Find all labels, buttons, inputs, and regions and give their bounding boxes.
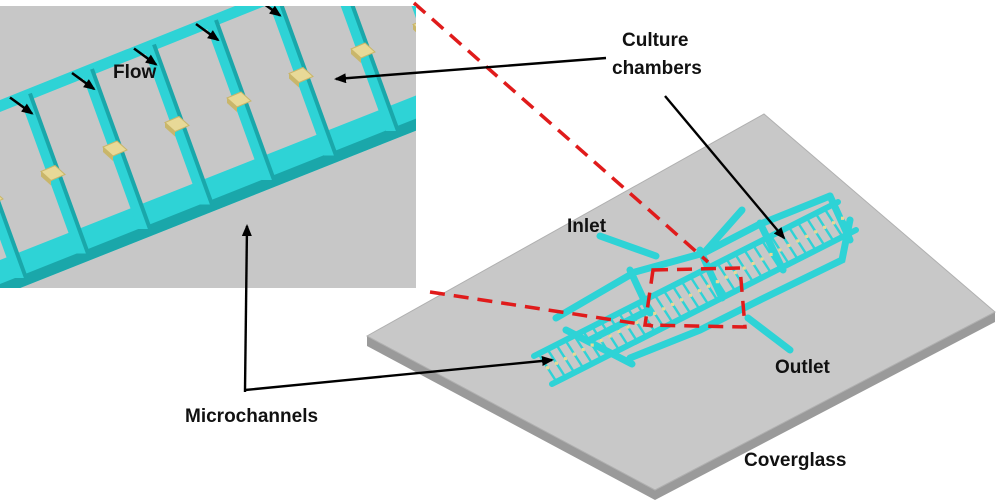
chip-culture-chamber	[733, 271, 737, 275]
arrow-microchannels-to-inset	[241, 224, 252, 391]
chip-culture-chamber	[626, 325, 630, 329]
chip-culture-chamber	[688, 293, 693, 297]
flow-arrow	[133, 47, 158, 66]
chip-culture-chamber	[742, 266, 746, 270]
inset-microchannel	[411, 6, 416, 19]
inset-culture-chamber	[226, 91, 252, 108]
chip-culture-chamber	[563, 357, 567, 361]
inset-culture-chamber	[0, 195, 4, 201]
flow-arrow	[195, 22, 220, 42]
chip-culture-chamber	[572, 352, 576, 356]
chip-culture-chamber	[581, 348, 585, 352]
chip-culture-chamber	[617, 329, 621, 334]
chip-culture-chamber	[805, 234, 809, 238]
chip-culture-chamber	[653, 311, 657, 315]
chip-culture-chamber	[715, 280, 719, 284]
chip-culture-chamber	[554, 361, 559, 365]
chamber-ladder	[531, 199, 859, 387]
chip-culture-chamber	[823, 225, 827, 229]
chip-culture-chamber	[599, 338, 603, 343]
zoom-inset	[0, 6, 416, 288]
chip-culture-chamber	[814, 230, 818, 234]
arrow-chambers-to-chip	[664, 95, 786, 240]
coverglass	[365, 113, 996, 500]
outlet-channel	[744, 314, 794, 354]
zoom-region-box	[642, 266, 747, 329]
chip-culture-chamber	[760, 257, 764, 261]
coverglass-side	[367, 312, 995, 500]
culture-chambers-label-line1: Culture	[622, 30, 689, 51]
zoom-indicator	[412, 1, 747, 329]
microfluidic-chip	[531, 192, 859, 387]
outlet-label: Outlet	[775, 357, 831, 378]
chip-culture-chamber	[724, 275, 728, 279]
microchannels-label: Microchannels	[185, 406, 318, 427]
inset-top-channel	[0, 6, 265, 112]
coverglass-top	[365, 113, 996, 491]
chip-culture-chamber	[679, 298, 684, 302]
inlet-channel	[596, 232, 660, 260]
chip-culture-chamber	[751, 261, 755, 266]
chip-culture-chamber	[778, 248, 782, 252]
chip-culture-chamber	[840, 216, 845, 220]
chip-culture-chamber	[608, 334, 612, 338]
inset-microchannel	[340, 6, 398, 131]
chip-culture-chamber	[796, 239, 800, 243]
chip-culture-chamber	[635, 320, 639, 325]
flow-arrow	[9, 96, 34, 115]
chip-culture-chamber	[769, 252, 773, 257]
arrow-chambers-to-inset	[334, 56, 607, 84]
zoom-line-top	[412, 1, 710, 264]
flow-arrow	[71, 71, 96, 91]
zoom-line-bottom	[429, 290, 654, 328]
chip-culture-chamber	[706, 284, 711, 288]
chip-culture-chamber	[545, 366, 550, 370]
chip-culture-chamber	[671, 302, 675, 306]
chip-culture-chamber	[697, 289, 702, 293]
chip-culture-chamber	[590, 343, 594, 347]
chip-culture-chamber	[787, 243, 791, 248]
coverglass-label: Coverglass	[744, 450, 846, 471]
inset-culture-chamber	[412, 22, 416, 28]
flow-label: Flow	[113, 62, 156, 83]
pointer-arrows	[241, 56, 786, 392]
culture-chambers-label-line2: chambers	[612, 58, 702, 79]
chip-culture-chamber	[662, 307, 666, 311]
arrow-microchannels-to-chip	[244, 355, 554, 392]
inlet-label: Inlet	[567, 216, 607, 237]
flow-arrow	[264, 6, 282, 17]
inset-culture-chamber	[40, 164, 66, 182]
inset-culture-chamber	[164, 115, 190, 133]
chip-culture-chamber	[831, 221, 836, 225]
